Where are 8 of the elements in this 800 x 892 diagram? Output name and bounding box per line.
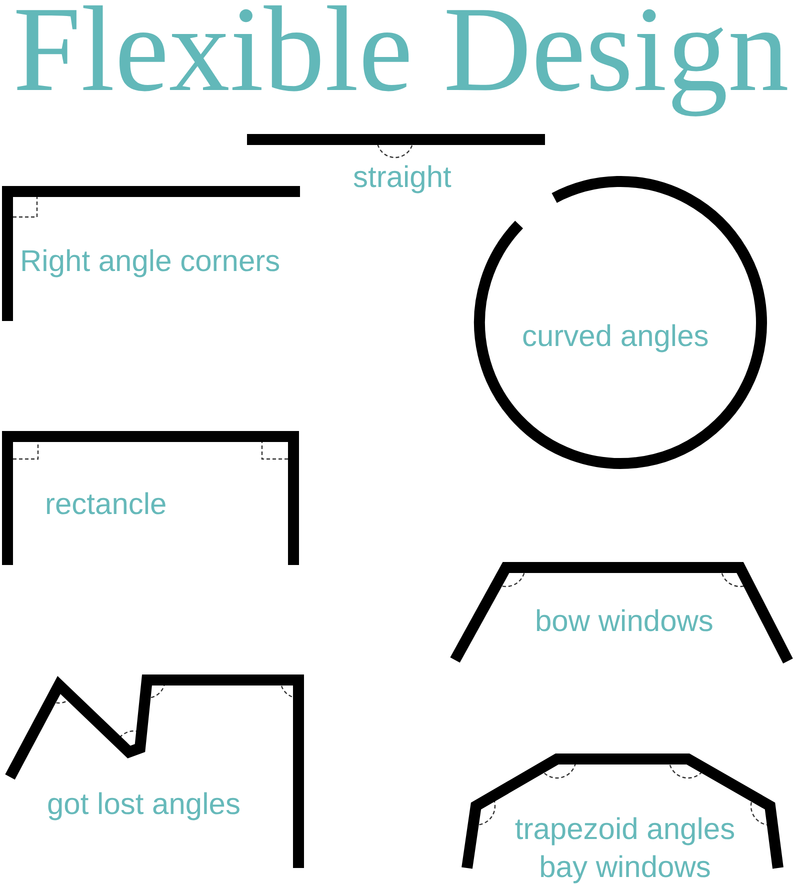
shape-label: curved angles — [522, 320, 709, 354]
shape-label: rectancle — [45, 488, 167, 522]
shape-label: Right angle corners — [20, 245, 280, 279]
title: Flexible Design — [13, 0, 789, 118]
shape-label: bow windows — [535, 605, 714, 639]
shape-label: got lost angles — [47, 788, 240, 822]
shape-label: straight — [353, 161, 452, 195]
shape-label: trapezoid angles bay windows — [514, 812, 736, 886]
